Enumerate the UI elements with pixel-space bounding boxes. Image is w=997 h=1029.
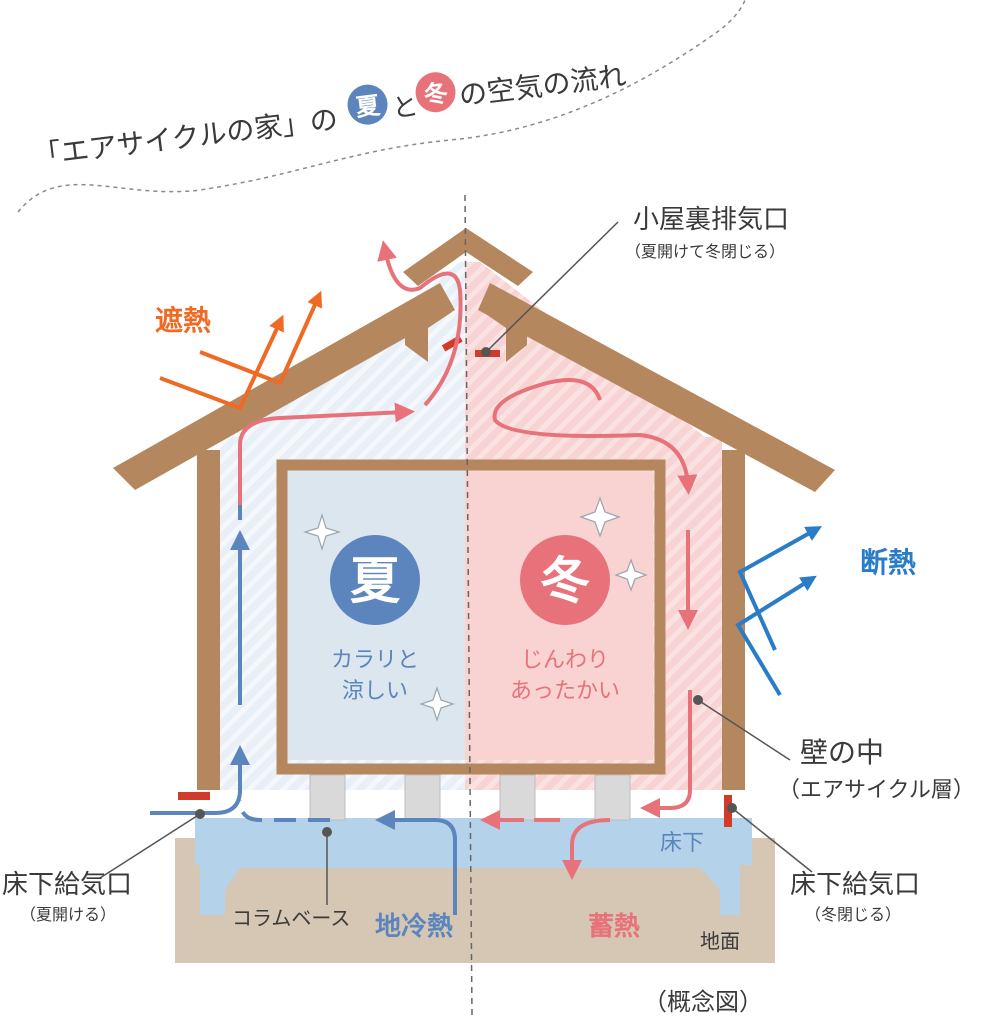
inlet-left-note: （夏開ける）	[20, 905, 116, 924]
column-base-label: コラムベース	[232, 906, 350, 930]
inlet-left-marker	[178, 792, 210, 800]
concept-label: （概念図）	[643, 988, 763, 1016]
summer-desc-1: カラリと	[331, 648, 419, 673]
sparkle-icons	[302, 496, 648, 722]
title-mid: と	[391, 92, 420, 125]
winter-badge-label: 冬	[540, 552, 590, 610]
sparkle-icon	[419, 686, 455, 722]
left-wall	[197, 450, 220, 790]
column-1	[309, 774, 346, 821]
heat-shield-label: 遮熱	[155, 304, 211, 337]
attic-vent-leader	[485, 221, 619, 353]
summer-attic-arrow	[238, 402, 415, 505]
wall-inside-label: 壁の中	[800, 736, 884, 769]
heat-storage-label: 蓄熱	[588, 912, 640, 942]
roof-right	[478, 283, 835, 492]
winter-badge	[520, 535, 610, 625]
roof-cap	[403, 228, 533, 286]
inlet-left-leader	[99, 813, 201, 879]
wall-inside-dot	[693, 695, 703, 705]
summer-badge-label: 夏	[350, 552, 401, 610]
diagram-title: 「エアサイクルの家」の 夏 と 冬 の空気の流れ	[31, 59, 628, 173]
center-divider	[464, 194, 473, 1016]
winter-desc-1: じんわり	[521, 648, 609, 673]
summer-badge	[330, 535, 420, 625]
foundation-slab	[195, 818, 752, 915]
wall-inside-leader	[697, 699, 791, 761]
title-suffix: の空気の流れ	[457, 59, 628, 112]
underfloor-label: 床下	[660, 831, 704, 856]
sparkle-icon	[302, 512, 342, 552]
column-2	[404, 774, 441, 821]
winter-attic-loop	[492, 378, 698, 495]
title-summer: 夏	[354, 91, 382, 122]
inlet-right-label: 床下給気口	[790, 870, 920, 900]
inlet-left-dot	[195, 809, 205, 819]
inlet-right-note: （冬閉じる）	[805, 905, 901, 924]
column-3	[499, 774, 536, 821]
ridge-vent-right	[483, 300, 527, 362]
right-wall	[722, 450, 745, 790]
summer-underfloor-arrow	[375, 810, 457, 915]
winter-down-arrow	[562, 818, 611, 880]
insulation-label: 断熱	[860, 546, 916, 579]
title-prefix: 「エアサイクルの家」の	[31, 102, 339, 172]
inlet-right-dot	[727, 803, 737, 813]
insulation-arrows	[735, 526, 822, 697]
inlet-left-label: 床下給気口	[2, 870, 132, 900]
attic-vent-label: 小屋裏排気口	[633, 205, 789, 235]
ground-label: 地面	[700, 929, 740, 953]
room-frame	[276, 459, 666, 775]
summer-exhaust-arrow	[377, 240, 463, 407]
title-winter-badge	[415, 72, 456, 113]
summer-underfloor-dash	[238, 799, 330, 822]
ground-cool-label: 地冷熱	[375, 911, 453, 942]
summer-inlet-arrow	[150, 745, 250, 815]
column-4	[594, 774, 631, 821]
heat-shield-arrows	[159, 290, 323, 411]
winter-wall-dash	[640, 690, 692, 818]
attic-vent-note: （夏開けて冬閉じる）	[625, 242, 785, 261]
title-summer-badge	[347, 84, 388, 125]
title-winter: 冬	[422, 79, 449, 110]
ridge-vent-left	[405, 300, 452, 362]
attic-vent-dot	[481, 347, 491, 357]
column-base-dot	[322, 827, 332, 837]
summer-desc-2: 涼しい	[342, 679, 408, 704]
winter-desc-2: あったかい	[510, 679, 620, 704]
sparkle-icon	[579, 496, 621, 538]
roof-left	[113, 283, 455, 490]
sparkle-icon	[614, 558, 648, 592]
inlet-right-leader	[731, 807, 813, 873]
air-cycle-layer-label: （エアサイクル層）	[778, 778, 975, 803]
